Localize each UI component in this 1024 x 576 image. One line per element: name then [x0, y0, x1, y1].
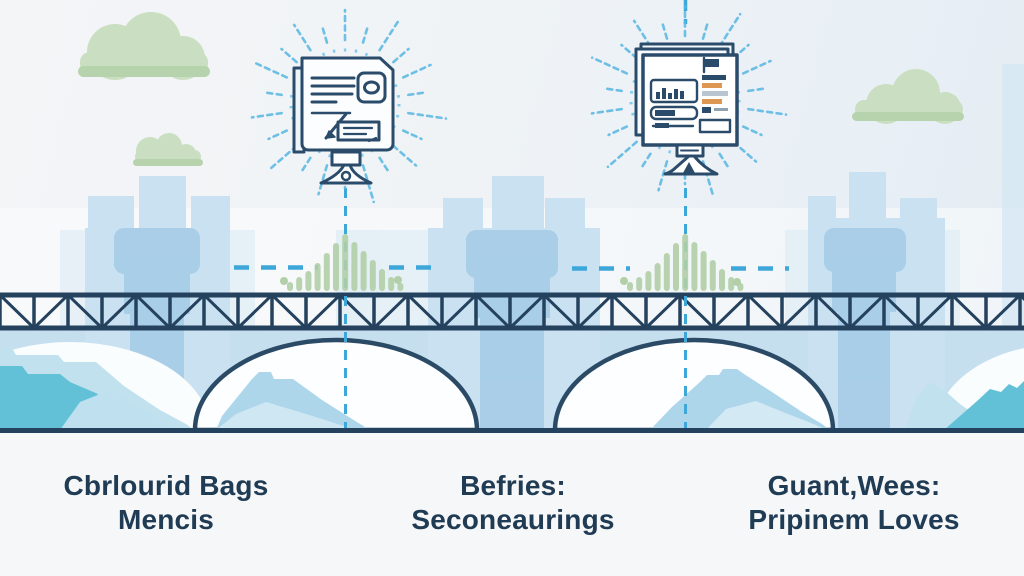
- caption-center: Befries: Seconeaurings: [383, 469, 643, 537]
- bridge-arch: [0, 337, 1024, 433]
- water-hills: [944, 381, 1024, 430]
- dashboard-list: [702, 75, 728, 113]
- cloud-icon: [78, 12, 210, 80]
- caption-right: Guant,Wees: Pripinem Loves: [724, 469, 984, 537]
- caption-center-line1: Befries:: [460, 470, 566, 501]
- mini-bar-chart: [656, 88, 684, 99]
- dashboard-monitor-icon: [634, 42, 739, 176]
- water-hills: [216, 402, 352, 430]
- equalizer-bars: [287, 234, 404, 291]
- cloud-icon: [133, 133, 203, 166]
- caption-right-line2: Pripinem Loves: [748, 504, 960, 535]
- caption-center-line2: Seconeaurings: [411, 504, 615, 535]
- caption-left-line2: Mencis: [117, 504, 215, 535]
- foreground-band: [0, 433, 1024, 576]
- caption-left-line1: Cbrlourid Bags: [63, 470, 269, 501]
- caption-right-line1: Guant,Wees:: [767, 470, 941, 501]
- flag-icon: [704, 59, 719, 67]
- water-hills: [60, 390, 180, 430]
- caption-left: Cbrlourid Bags Mencis: [36, 469, 296, 537]
- document-monitor-icon: [292, 56, 395, 185]
- cloud-icon: [852, 69, 964, 124]
- bridge-truss: [0, 292, 1024, 331]
- dashed-guide-line: [234, 0, 789, 428]
- equalizer-bars: [627, 234, 744, 291]
- water-hills: [706, 401, 826, 430]
